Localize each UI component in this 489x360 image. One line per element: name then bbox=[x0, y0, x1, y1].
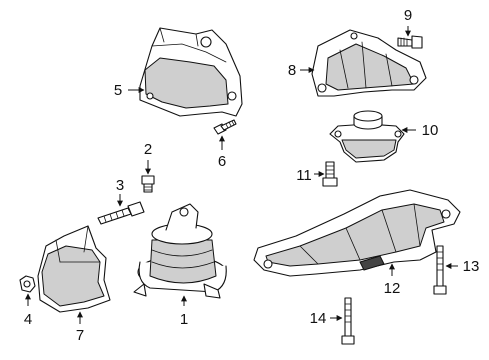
callout-4: 4 bbox=[24, 311, 32, 328]
callout-13: 13 bbox=[463, 258, 480, 275]
callout-7: 7 bbox=[76, 327, 84, 344]
callout-2: 2 bbox=[144, 141, 152, 158]
callout-1: 1 bbox=[180, 311, 188, 328]
leader-lines bbox=[25, 26, 458, 324]
part-3-stud bbox=[97, 201, 145, 225]
part-7-heat-shield bbox=[37, 225, 111, 313]
part-11-bolt bbox=[322, 161, 338, 187]
callout-6: 6 bbox=[218, 153, 226, 170]
part-8-mount-bracket bbox=[311, 29, 427, 97]
callout-14: 14 bbox=[310, 310, 327, 327]
callout-3: 3 bbox=[116, 177, 124, 194]
callout-8: 8 bbox=[288, 62, 296, 79]
part-5-bracket-shield bbox=[139, 27, 243, 117]
part-4-nut bbox=[19, 275, 36, 293]
part-6-bolt bbox=[213, 119, 237, 135]
callout-9: 9 bbox=[404, 7, 412, 24]
callout-10: 10 bbox=[422, 122, 439, 139]
part-12-crossmember bbox=[253, 189, 461, 277]
part-9-bolt bbox=[397, 35, 423, 49]
part-2-bolt bbox=[141, 175, 155, 193]
part-13-long-bolt bbox=[433, 245, 447, 295]
part-10-transmission-mount bbox=[329, 110, 405, 163]
callout-labels: 1 2 3 4 5 6 7 8 9 10 11 12 13 14 bbox=[24, 7, 480, 344]
callout-12: 12 bbox=[384, 280, 401, 297]
callout-11: 11 bbox=[296, 167, 312, 184]
part-14-long-bolt bbox=[341, 297, 355, 345]
part-1-engine-mount bbox=[133, 203, 227, 299]
callout-5: 5 bbox=[114, 82, 122, 99]
